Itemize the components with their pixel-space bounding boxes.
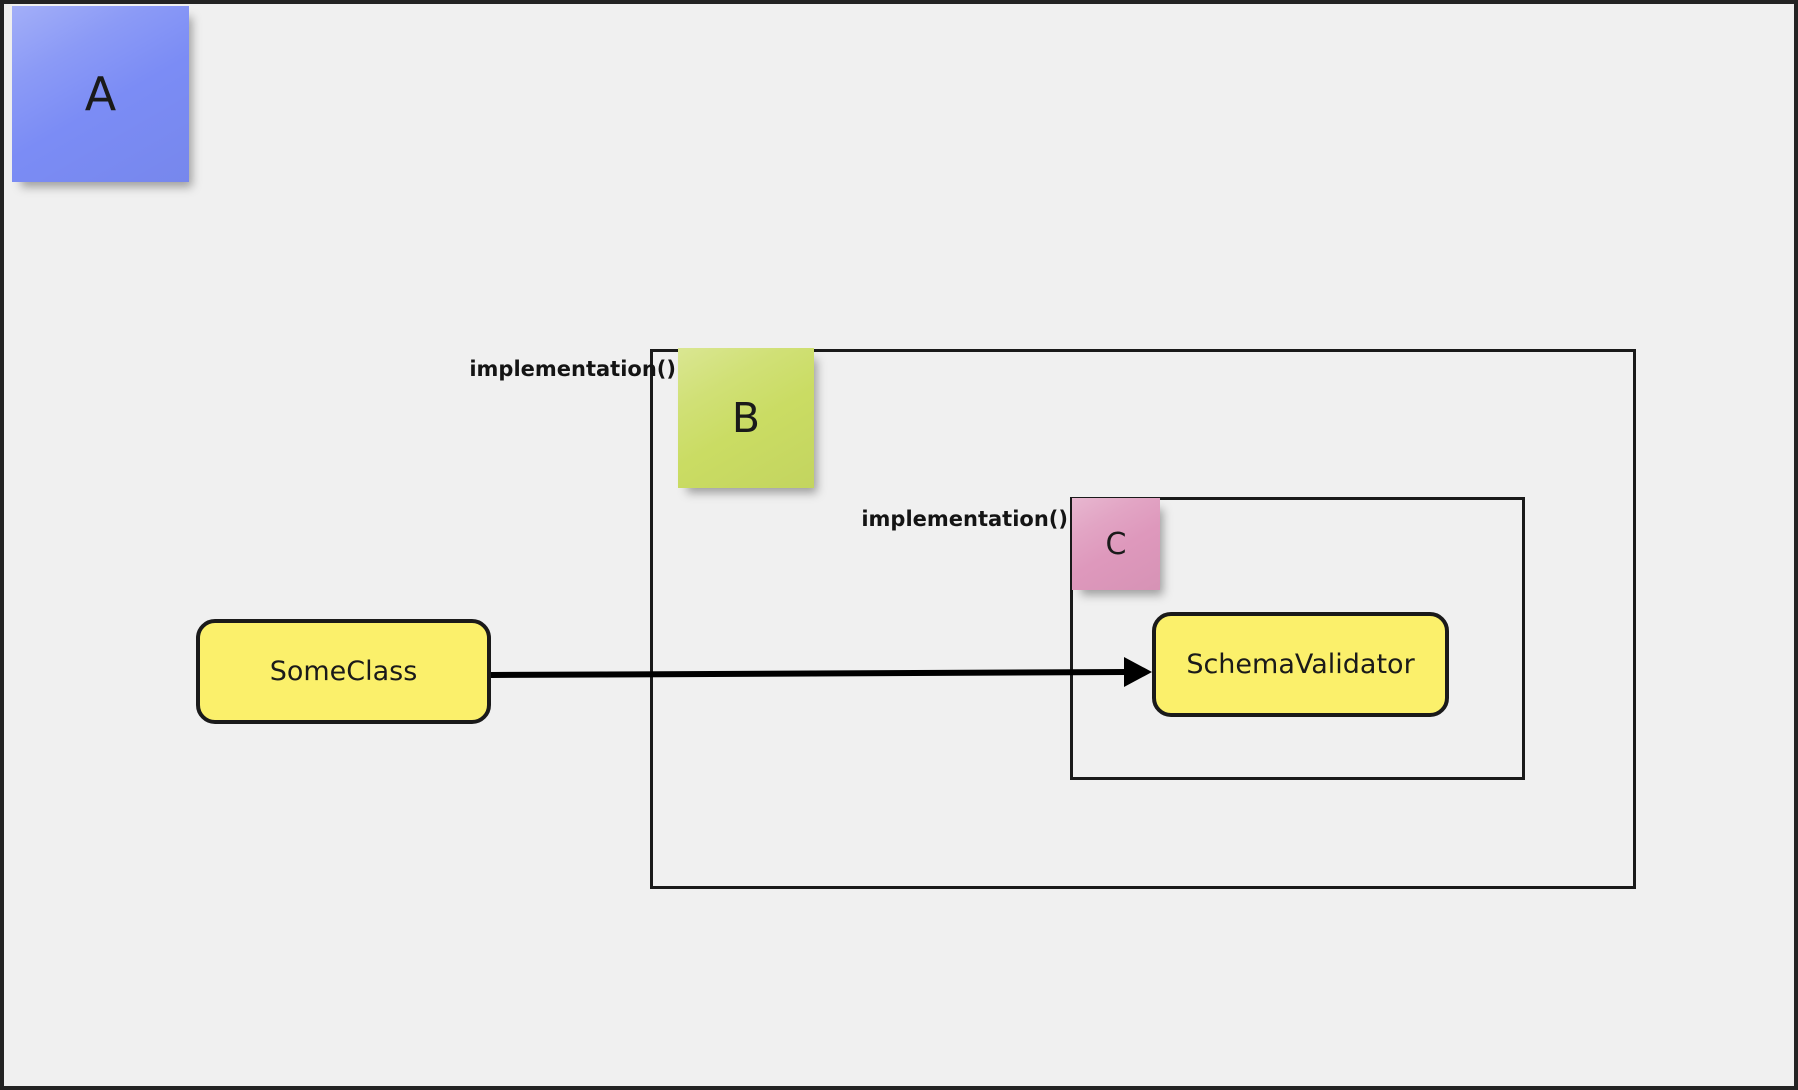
sticky-note-c-label: C	[1105, 526, 1127, 562]
label-implementation-b: implementation()	[469, 357, 676, 381]
sticky-note-a-label: A	[84, 67, 117, 121]
label-implementation-c: implementation()	[861, 507, 1068, 531]
sticky-note-b-label: B	[731, 394, 761, 442]
sticky-note-a[interactable]: A	[12, 6, 189, 182]
node-schemavalidator-label: SchemaValidator	[1186, 649, 1415, 680]
node-schemavalidator[interactable]: SchemaValidator	[1152, 612, 1449, 717]
node-someclass[interactable]: SomeClass	[196, 619, 491, 724]
node-someclass-label: SomeClass	[269, 656, 418, 687]
container-implementation-b[interactable]	[650, 349, 1636, 889]
container-implementation-c[interactable]	[1070, 497, 1525, 780]
sticky-note-b[interactable]: B	[678, 348, 814, 488]
sticky-note-c[interactable]: C	[1072, 498, 1160, 590]
